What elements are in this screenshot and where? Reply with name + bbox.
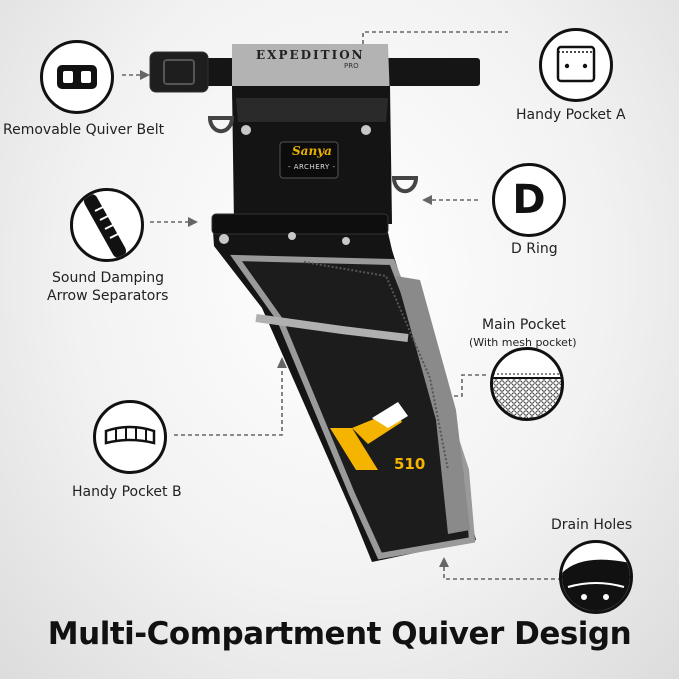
svg-text:D: D [512, 177, 545, 223]
d-ring-callout-circle: D [492, 163, 566, 237]
belt-callout-circle [40, 40, 114, 114]
pocket-a-callout-circle [539, 28, 613, 102]
handy-pocket-a-flap [236, 98, 388, 122]
belt-arrowhead [140, 70, 150, 80]
patch-name-text: - ARCHERY - [288, 163, 336, 171]
top-brand-text: EXPEDITION [256, 48, 365, 62]
belt-buckle [149, 51, 209, 93]
pocket-b-arrowhead [277, 357, 287, 368]
separators-arrowhead [188, 217, 198, 227]
mouth-rivet-1 [219, 234, 229, 244]
drain-connector [443, 567, 560, 580]
drain-callout-circle [559, 540, 633, 614]
eagle-logo-head [372, 402, 408, 428]
main-pocket-sublabel: (With mesh pocket) [469, 336, 577, 349]
main-pocket-label: Main Pocket [482, 317, 566, 333]
pocket-b-icon [104, 425, 156, 445]
mouth-rivet-2 [288, 232, 296, 240]
d-ring-icon: D [512, 177, 545, 223]
handy-pocket-b-trim [255, 314, 409, 342]
pocket-b-connector [174, 368, 283, 436]
right-d-ring [391, 176, 419, 194]
pocket-b-label: Handy Pocket B [72, 484, 182, 500]
rivet-right [361, 125, 371, 135]
left-d-ring [207, 116, 235, 134]
main-zipper [303, 261, 449, 471]
buckle-slot [163, 59, 195, 85]
separators-label-line2: Arrow Separators [47, 288, 169, 304]
arrow-separators-icon [84, 194, 126, 258]
top-brand-sub-text: PRO [344, 62, 359, 70]
separators-label-line1: Sound Damping [52, 270, 165, 286]
k-logo-leg [330, 428, 378, 470]
main-pocket-callout-circle [490, 347, 564, 421]
pocket-a-label: Handy Pocket A [516, 107, 626, 123]
mouth-rivet-3 [342, 237, 350, 245]
drain-holes-icon [562, 559, 630, 611]
brand-patch [279, 141, 339, 179]
quiver-mouth [211, 213, 389, 235]
drain-arrowhead [439, 557, 449, 567]
mesh-pocket-icon [493, 373, 561, 418]
belt-label: Removable Quiver Belt [3, 122, 165, 138]
rivet-left [241, 125, 251, 135]
page-title: Multi-Compartment Quiver Design [47, 616, 632, 652]
patch-script-text: Sanya [292, 144, 332, 158]
buckle-icon [57, 65, 97, 89]
d-ring-label: D Ring [511, 241, 558, 257]
d-ring-arrowhead [422, 195, 432, 205]
pocket-a-icon [556, 45, 596, 83]
drain-label: Drain Holes [551, 517, 633, 533]
separators-callout-circle [70, 188, 144, 262]
model-number: 510 [394, 455, 426, 473]
pocket-b-callout-circle [93, 400, 167, 474]
